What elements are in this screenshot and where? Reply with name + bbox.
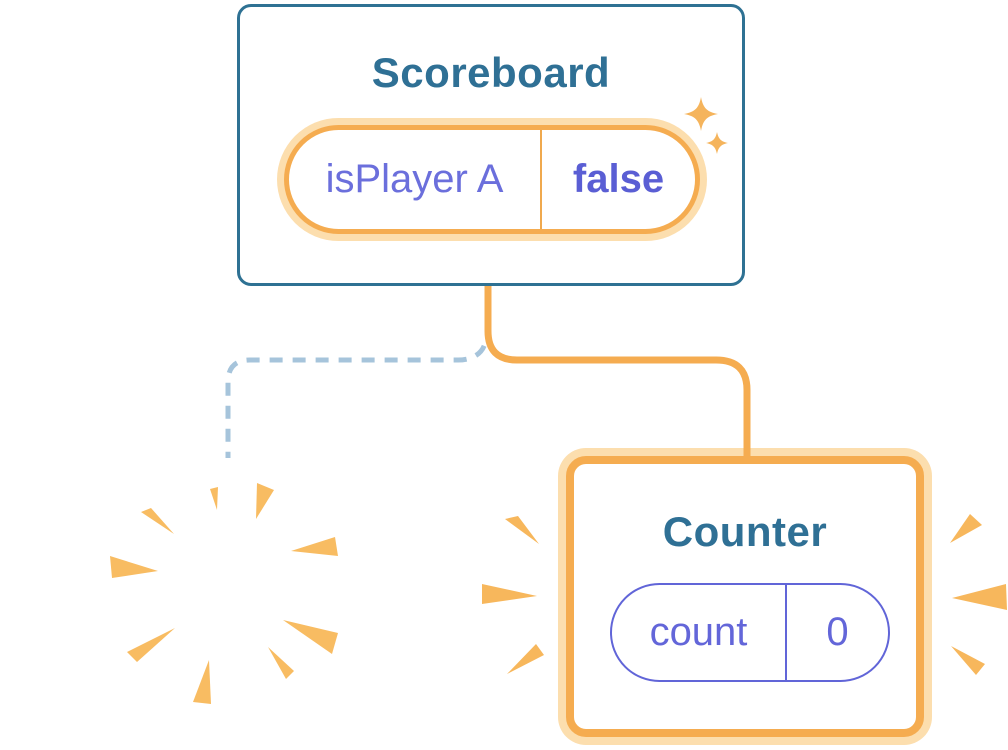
emphasis-marks-left-icon: [482, 516, 544, 674]
destroyed-component-card: [88, 453, 362, 727]
emphasis-marks-right-icon: [950, 514, 1007, 675]
state-pill-label-cell: isPlayer A: [289, 130, 540, 229]
state-pill-value-cell: 0: [787, 585, 888, 680]
counter-state-pill: count 0: [610, 583, 890, 682]
state-label: isPlayer A: [325, 157, 504, 201]
state-label: count: [649, 610, 748, 654]
pill-divider: [785, 585, 787, 680]
state-value: 0: [826, 610, 849, 654]
state-pill-label-cell: count: [612, 585, 785, 680]
scoreboard-component-box: Scoreboard isPlayer A false: [237, 4, 745, 286]
pill-divider: [540, 130, 542, 229]
state-value: false: [572, 157, 665, 201]
active-branch-connector: [484, 286, 751, 464]
counter-component-box: Counter count 0: [558, 448, 932, 745]
scoreboard-state-pill: isPlayer A false: [284, 125, 700, 234]
scoreboard-title: Scoreboard: [371, 49, 611, 96]
counter-title: Counter: [662, 508, 828, 555]
removed-branch-dashed-connector: [225, 335, 489, 458]
state-pill-value-cell: false: [542, 130, 695, 229]
scoreboard-state-pill-glow: isPlayer A false: [277, 118, 707, 241]
